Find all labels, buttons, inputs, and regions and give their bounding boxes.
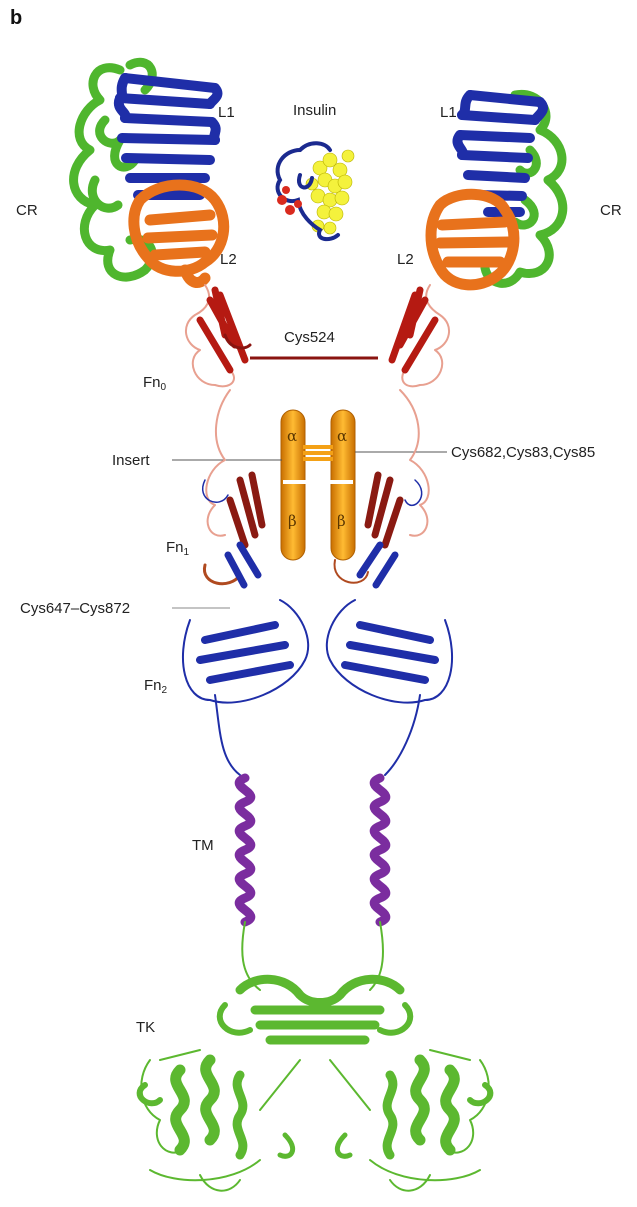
insert-label: Insert (112, 453, 150, 468)
insert-domain: α α β β (281, 410, 355, 560)
fn0-domain-right (392, 285, 449, 386)
beta-label-right: β (337, 512, 346, 530)
fn2-subscript: 2 (162, 685, 168, 696)
fn1-subscript: 1 (184, 547, 190, 558)
fn1-domain-left (203, 390, 262, 585)
tm-label: TM (192, 838, 214, 853)
cys682-cys83-cys85-label: Cys682,Cys83,Cys85 (451, 445, 595, 460)
fn2-domain-right (327, 600, 452, 775)
fn2-label: Fn2 (144, 678, 167, 696)
alpha-label-left: α (287, 427, 297, 445)
beta-label-left: β (288, 512, 297, 530)
panel-label: b (10, 8, 22, 28)
l2-label-right: L2 (397, 252, 414, 267)
tk-domain (140, 922, 491, 1191)
l2-label-left: L2 (220, 252, 237, 267)
fn0-label: Fn0 (143, 375, 166, 393)
l1-label-right: L1 (440, 105, 457, 120)
l1-domain-left (119, 78, 218, 195)
insulin-molecule (277, 143, 354, 239)
tm-helix-left (239, 778, 251, 922)
alpha-label-right: α (337, 427, 347, 445)
fn2-domain-left (183, 600, 308, 775)
l2-domain-right (431, 194, 514, 285)
fn1-label: Fn1 (166, 540, 189, 558)
fn0-domain-left (186, 285, 250, 386)
cr-label-left: CR (16, 203, 38, 218)
cys524-label: Cys524 (284, 330, 335, 345)
cys647-cys872-label: Cys647–Cys872 (20, 601, 130, 616)
l1-label-left: L1 (218, 105, 235, 120)
tm-helix-right (374, 778, 386, 922)
cr-label-right: CR (600, 203, 622, 218)
fn0-subscript: 0 (161, 382, 167, 393)
insulin-label: Insulin (293, 103, 336, 118)
tk-label: TK (136, 1020, 155, 1035)
